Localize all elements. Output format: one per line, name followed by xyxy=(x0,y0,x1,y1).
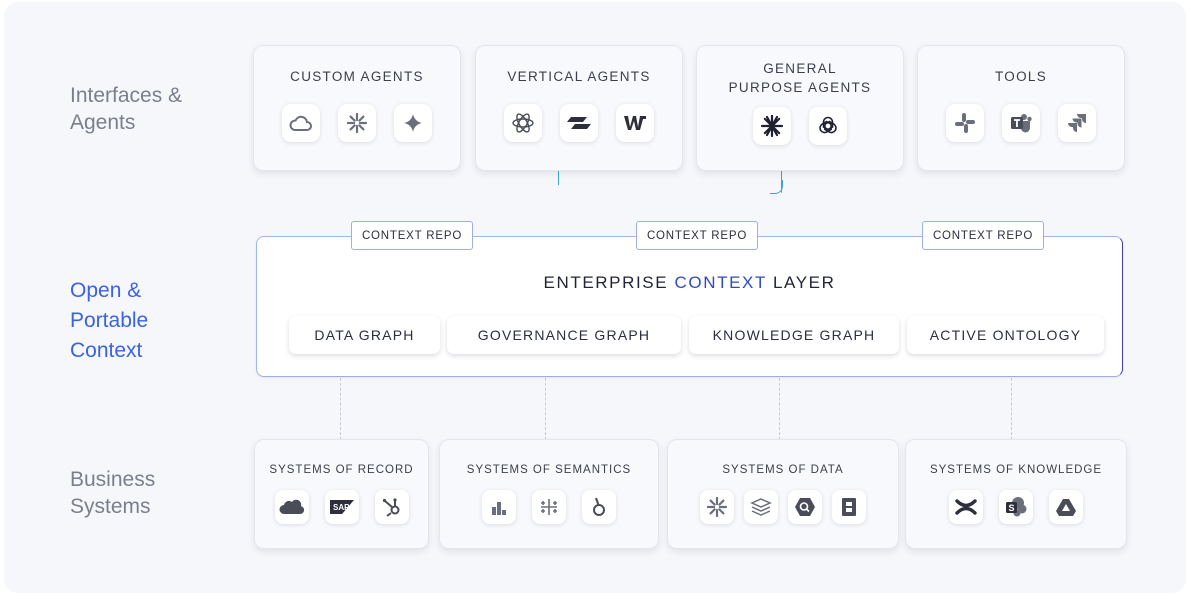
card-title: SYSTEMS OF SEMANTICS xyxy=(466,464,632,476)
row-label-line: Open & xyxy=(70,279,142,302)
dashed-connector xyxy=(545,378,546,440)
sharepoint-icon: S xyxy=(999,490,1033,524)
snowflake-icon xyxy=(700,490,734,524)
data-graph-pill: DATA GRAPH xyxy=(289,316,440,354)
tableau-icon xyxy=(532,490,566,524)
card-title: SYSTEMS OF DATA xyxy=(722,464,844,476)
teams-icon xyxy=(1002,104,1040,142)
dashed-connector xyxy=(340,378,341,440)
vertical-agents-card: VERTICAL AGENTS xyxy=(475,45,683,171)
card-title-line: GENERAL xyxy=(763,61,837,76)
card-title: GENERAL PURPOSE AGENTS xyxy=(697,59,903,97)
snowflake-icon xyxy=(338,104,376,142)
openai-icon xyxy=(809,107,847,145)
row-label-line: Portable xyxy=(70,309,149,332)
card-title: CUSTOM AGENTS xyxy=(290,69,424,84)
layer-title-highlight: CONTEXT xyxy=(674,273,767,292)
svg-text:S: S xyxy=(1009,503,1015,513)
row-label-interfaces: Interfaces & Agents xyxy=(70,84,183,134)
stacked-logo-icon xyxy=(560,104,598,142)
general-purpose-agents-card: GENERAL PURPOSE AGENTS xyxy=(696,45,904,171)
knowledge-graph-pill: KNOWLEDGE GRAPH xyxy=(689,316,899,354)
looker-icon xyxy=(582,490,616,524)
confluence-icon xyxy=(949,490,983,524)
hubspot-icon xyxy=(374,490,409,524)
svg-text:SAP: SAP xyxy=(333,503,350,512)
systems-of-data-card: SYSTEMS OF DATA xyxy=(667,439,899,549)
row-label-business-systems: Business Systems xyxy=(70,468,156,518)
atom-icon xyxy=(504,104,542,142)
sap-icon: SAP xyxy=(324,490,359,524)
google-drive-icon xyxy=(1049,490,1083,524)
salesforce-icon xyxy=(274,490,309,524)
row-label-open-context: Open & Portable Context xyxy=(70,276,240,366)
dashed-connector xyxy=(779,378,780,440)
connector-curve xyxy=(770,180,783,194)
dashed-connector xyxy=(1011,378,1012,440)
w-logo-icon xyxy=(616,104,654,142)
systems-of-record-card: SYSTEMS OF RECORD SAP xyxy=(254,439,429,549)
context-repo-tag: CONTEXT REPO xyxy=(922,221,1044,250)
sparkle-icon xyxy=(394,104,432,142)
governance-graph-pill: GOVERNANCE GRAPH xyxy=(447,316,681,354)
layer-title-part: LAYER xyxy=(766,273,836,292)
bar-chart-icon xyxy=(482,490,516,524)
context-repo-tag: CONTEXT REPO xyxy=(351,221,473,250)
starburst-icon xyxy=(753,107,791,145)
card-title: TOOLS xyxy=(994,69,1048,84)
databricks-icon xyxy=(832,490,866,524)
systems-of-knowledge-card: SYSTEMS OF KNOWLEDGE S xyxy=(905,439,1127,549)
card-title: SYSTEMS OF RECORD xyxy=(269,464,414,476)
card-title: VERTICAL AGENTS xyxy=(507,69,651,84)
cloud-icon xyxy=(282,104,320,142)
custom-agents-card: CUSTOM AGENTS xyxy=(253,45,461,171)
jira-icon xyxy=(1058,104,1096,142)
layers-icon xyxy=(744,490,778,524)
layer-title-part: ENTERPRISE xyxy=(543,273,675,292)
card-title: SYSTEMS OF KNOWLEDGE xyxy=(929,464,1103,476)
card-title-line: PURPOSE AGENTS xyxy=(728,80,872,95)
enterprise-context-layer xyxy=(256,236,1123,377)
tools-card: TOOLS xyxy=(917,45,1125,171)
bigquery-icon xyxy=(788,490,822,524)
row-label-line: Context xyxy=(70,339,143,362)
slack-icon xyxy=(946,104,984,142)
connector-line xyxy=(558,167,559,185)
systems-of-semantics-card: SYSTEMS OF SEMANTICS xyxy=(439,439,659,549)
active-ontology-pill: ACTIVE ONTOLOGY xyxy=(907,316,1104,354)
layer-title: ENTERPRISE CONTEXT LAYER xyxy=(256,273,1123,293)
context-repo-tag: CONTEXT REPO xyxy=(636,221,758,250)
diagram-canvas: Interfaces & Agents Open & Portable Cont… xyxy=(4,2,1186,593)
